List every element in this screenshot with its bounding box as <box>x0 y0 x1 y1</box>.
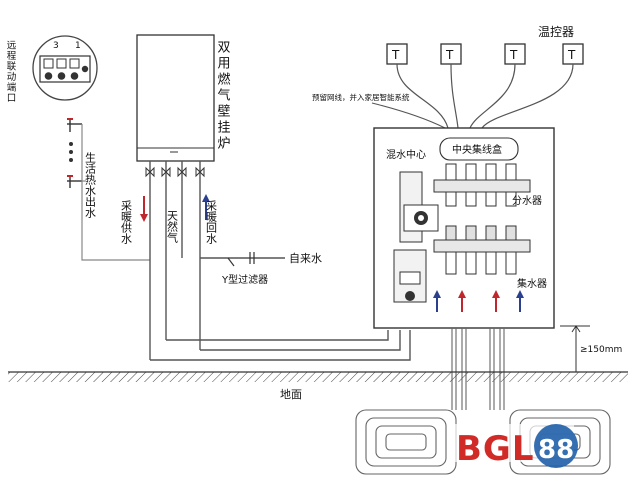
manifold-loops <box>433 163 524 312</box>
height-label: ≥150mm <box>580 345 622 355</box>
thermostat-4-icon: T <box>567 48 576 62</box>
svg-text:88: 88 <box>538 435 574 465</box>
thermostat-1-icon: T <box>391 48 400 62</box>
boiler-label: 双用燃气壁挂炉 <box>215 40 231 152</box>
ground-label: 地面 <box>280 388 302 401</box>
heating-return-label: 采暖回水 <box>205 200 218 244</box>
natural-gas-label: 天然气 <box>166 210 179 243</box>
collector-label: 集水器 <box>517 277 547 290</box>
terminal-num-right: 1 <box>75 41 81 51</box>
thermostat-3-icon: T <box>509 48 518 62</box>
connecting-pipes <box>150 330 411 361</box>
terminal-num-left: 3 <box>53 41 59 51</box>
remote-port-terminal: 3 1 <box>32 35 98 101</box>
height-dimension <box>560 325 590 372</box>
dhw-valves <box>67 118 82 188</box>
svg-text:BGL: BGL <box>456 429 535 469</box>
distributor-label: 分水器 <box>512 195 542 207</box>
remote-port-label: 远程联动端口 <box>5 40 17 103</box>
tap-water-label: 自来水 <box>289 252 322 265</box>
tap-water-line <box>200 252 285 267</box>
mixing-center-label: 混水中心 <box>386 148 426 161</box>
central-box-label: 中央集线盒 <box>452 143 502 156</box>
y-filter-label: Y型过滤器 <box>221 273 268 286</box>
thermostats: T T T T <box>386 43 584 129</box>
floor-coil-left <box>355 409 457 475</box>
gas-boiler <box>136 34 215 162</box>
thermostat-label: 温控器 <box>538 25 574 39</box>
ground-line <box>8 371 628 382</box>
dhw-out-label: 生活热水出水 <box>84 151 97 218</box>
reserved-line-text: 预留网线，并入家居智能系统 <box>312 92 410 102</box>
reserved-line-label: 预留网线，并入家居智能系统 <box>312 92 410 102</box>
brand-logo: BGL 88 <box>454 424 578 469</box>
thermostat-2-icon: T <box>445 48 454 62</box>
boiler-pipes <box>140 161 210 360</box>
floor-loop-pipes <box>451 328 505 410</box>
heating-supply-label: 采暖供水 <box>120 200 133 244</box>
